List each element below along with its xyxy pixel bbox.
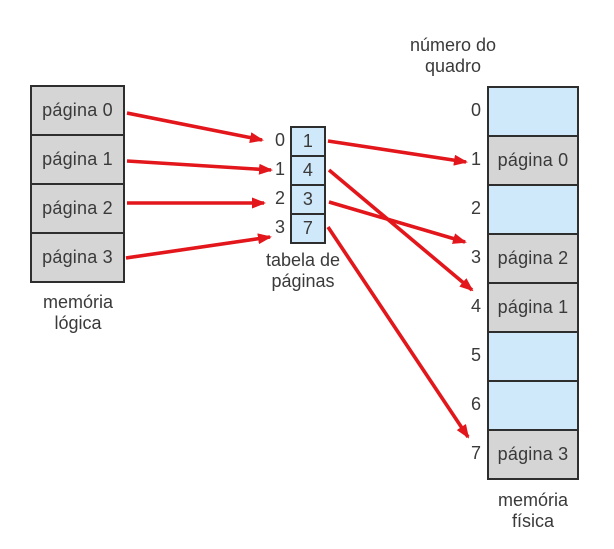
physical-frame-cell-3: página 2 [487, 233, 579, 284]
page-table-caption-line1: tabela de [265, 250, 341, 270]
page-table-index-3: 3 [274, 217, 285, 237]
physical-frame-cell-6 [487, 380, 579, 431]
logical-page-cell-0: página 0 [30, 85, 125, 136]
frame-number-header-line2: quadro [424, 56, 482, 76]
page-table-entry-1: 4 [290, 155, 326, 186]
logical-page-cell-1: página 1 [30, 134, 125, 185]
frame-number-label-3: 3 [470, 247, 481, 267]
frame-number-label-2: 2 [470, 198, 481, 218]
logical-page-cell-2: página 2 [30, 183, 125, 234]
page-table-entry-3: 7 [290, 213, 326, 244]
page-table-entry-0: 1 [290, 126, 326, 157]
physical-frame-cell-5 [487, 331, 579, 382]
arrow-page-3-to-table-index-3 [125, 233, 272, 260]
frame-number-label-6: 6 [470, 394, 481, 414]
frame-number-header-line1: número do [409, 35, 497, 55]
page-table-index-0: 0 [274, 130, 285, 150]
page-table-index-1: 1 [274, 159, 285, 179]
page-table-index-2: 2 [274, 188, 285, 208]
logical-memory-caption: memória lógica [18, 292, 138, 334]
frame-number-header: número do quadro [390, 35, 516, 77]
physical-memory-caption: memória física [479, 490, 587, 532]
physical-frame-cell-1: página 0 [487, 135, 579, 186]
frame-number-label-0: 0 [470, 100, 481, 120]
physical-memory-caption-line1: memória [497, 490, 568, 510]
frame-number-label-1: 1 [470, 149, 481, 169]
physical-frame-cell-4: página 1 [487, 282, 579, 333]
frame-number-label-7: 7 [470, 443, 481, 463]
frame-number-label-4: 4 [470, 296, 481, 316]
logical-memory-caption-line2: lógica [54, 313, 102, 333]
physical-frame-cell-7: página 3 [487, 429, 579, 480]
arrow-page-0-to-table-index-0 [126, 111, 264, 144]
page-table-caption-line2: páginas [271, 271, 335, 291]
page-table-caption: tabela de páginas [255, 250, 351, 292]
frame-number-label-5: 5 [470, 345, 481, 365]
physical-frame-cell-0 [487, 86, 579, 137]
page-table-entry-2: 3 [290, 184, 326, 215]
logical-memory-caption-line1: memória [42, 292, 113, 312]
physical-frame-cell-2 [487, 184, 579, 235]
physical-memory-caption-line2: física [511, 511, 554, 531]
logical-page-cell-3: página 3 [30, 232, 125, 283]
